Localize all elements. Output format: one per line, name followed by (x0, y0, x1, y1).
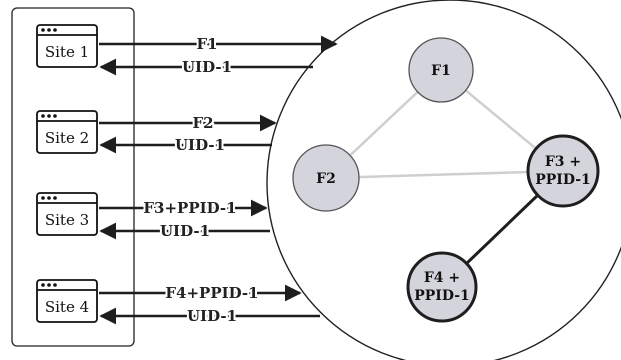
node-label-line2: PPID-1 (414, 288, 470, 304)
window-dot-icon (41, 283, 45, 287)
window-dot-icon (53, 28, 57, 32)
outgoing-label: F4+PPID-1 (165, 284, 258, 302)
site-3[interactable]: Site 3 (36, 192, 98, 236)
sites-container (11, 7, 135, 347)
outgoing-label: F2 (192, 114, 213, 132)
node-label: F1 (431, 63, 451, 79)
node-label-line1: F3 + (545, 154, 581, 170)
node-label-line1: F4 + (424, 270, 460, 286)
outgoing-label: F1 (196, 35, 217, 53)
site-label: Site 2 (45, 129, 89, 147)
window-dot-icon (53, 114, 57, 118)
site-1[interactable]: Site 1 (36, 24, 98, 68)
outgoing-label: F3+PPID-1 (143, 199, 236, 217)
site-label: Site 4 (45, 298, 89, 316)
node-f2[interactable]: F2 (292, 144, 360, 212)
window-dot-icon (53, 196, 57, 200)
node-label-line2: PPID-1 (535, 172, 591, 188)
site-label: Site 3 (45, 211, 89, 229)
window-dot-icon (47, 283, 51, 287)
window-dot-icon (47, 28, 51, 32)
site-2[interactable]: Site 2 (36, 110, 98, 154)
window-dot-icon (41, 114, 45, 118)
incoming-label: UID-1 (187, 307, 237, 325)
node-f1[interactable]: F1 (408, 37, 474, 103)
site-label: Site 1 (45, 43, 89, 61)
edge-f2-f3 (325, 169, 564, 180)
incoming-label: UID-1 (175, 136, 225, 154)
incoming-label: UID-1 (160, 222, 210, 240)
node-f4[interactable]: F4 + PPID-1 (406, 251, 478, 323)
node-f3[interactable]: F3 + PPID-1 (526, 134, 600, 208)
window-dot-icon (47, 114, 51, 118)
window-dot-icon (53, 283, 57, 287)
network-circle (266, 0, 621, 360)
incoming-label: UID-1 (182, 58, 232, 76)
node-label: F2 (316, 171, 336, 187)
window-dot-icon (41, 28, 45, 32)
window-dot-icon (47, 196, 51, 200)
window-dot-icon (41, 196, 45, 200)
site-4[interactable]: Site 4 (36, 279, 98, 323)
